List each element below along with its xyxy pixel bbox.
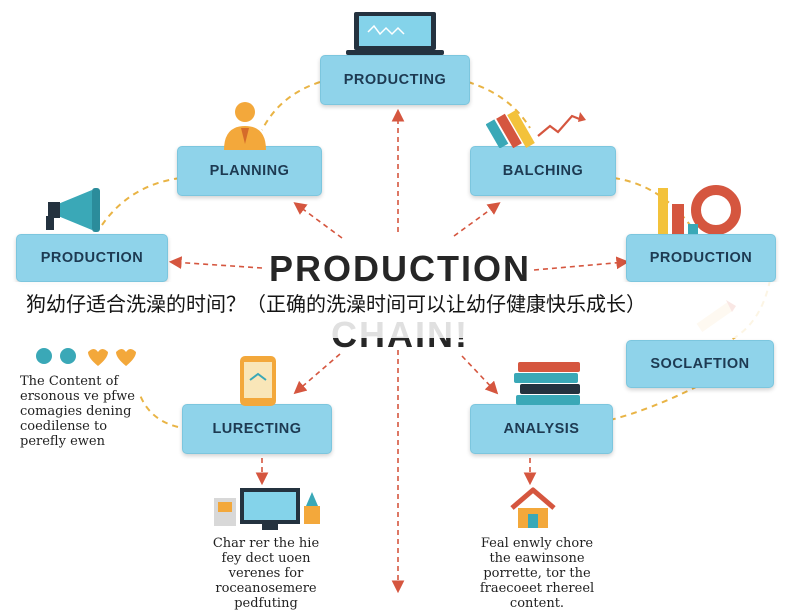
note-line: Char rer the hie (212, 536, 320, 551)
laptop-icon (346, 12, 444, 55)
note-line: porrette, tor the (483, 566, 591, 581)
note-left: The Content of ersonous ve pfwe comagies… (20, 374, 170, 449)
node-production-right: PRODUCTION (626, 234, 776, 282)
arrow-to-balching (453, 202, 501, 237)
node-planning: PLANNING (177, 146, 322, 196)
note-line: roceanosemere (215, 581, 317, 596)
node-production-left: PRODUCTION (16, 234, 168, 282)
curve-bottom-left (139, 394, 179, 428)
books-icon (514, 362, 580, 405)
note-line: perefly ewen (20, 434, 105, 449)
person-icon (224, 102, 266, 150)
note-line: fey dect uoen (221, 551, 311, 566)
curve-left (101, 177, 181, 226)
node-lurecting: LURECTING (182, 404, 332, 454)
node-producting: PRODUCTING (320, 55, 470, 105)
heart-icons (36, 348, 136, 366)
caption-text: 狗幼仔适合洗澡的时间？（正确的洗澡时间可以让幼仔健康快乐成长） (26, 292, 646, 316)
house-icon (510, 487, 556, 528)
note-line: pedfuting (234, 596, 298, 611)
monitor-icon (214, 488, 320, 530)
growth-chart-icon (486, 110, 586, 148)
curve-top-right (467, 81, 531, 129)
note-bottom-left: Char rer the hie fey dect uoen verenes f… (186, 536, 346, 611)
note-line: Feal enwly chore (480, 536, 594, 551)
arrow-to-prod-right (533, 256, 630, 271)
arrow-to-lurecting (293, 353, 341, 395)
megaphone-icon (46, 188, 100, 232)
note-line: verenes for (228, 566, 304, 581)
curve-top-left (261, 81, 321, 131)
caption-band (0, 282, 800, 338)
note-line: coedilense to (20, 419, 108, 434)
arrow-to-prod-left (168, 256, 263, 270)
node-balching: BALCHING (470, 146, 616, 196)
node-analysis: ANALYSIS (470, 404, 613, 454)
note-line: The Content of (20, 374, 119, 389)
note-line: the eawinsone (489, 551, 585, 566)
smartphone-icon (240, 356, 276, 406)
curve-bottom-right (609, 384, 701, 421)
arrow-to-analysis (461, 355, 499, 395)
note-line: content. (509, 596, 565, 611)
arrow-to-planning (293, 202, 343, 239)
note-line: ersonous ve pfwe (20, 389, 135, 404)
note-line: comagies dening (20, 404, 132, 419)
bar-chart-icon (658, 185, 741, 234)
node-soclaftion: SOCLAFTION (626, 340, 774, 388)
note-line: fraecoeet rhereel (479, 581, 595, 596)
